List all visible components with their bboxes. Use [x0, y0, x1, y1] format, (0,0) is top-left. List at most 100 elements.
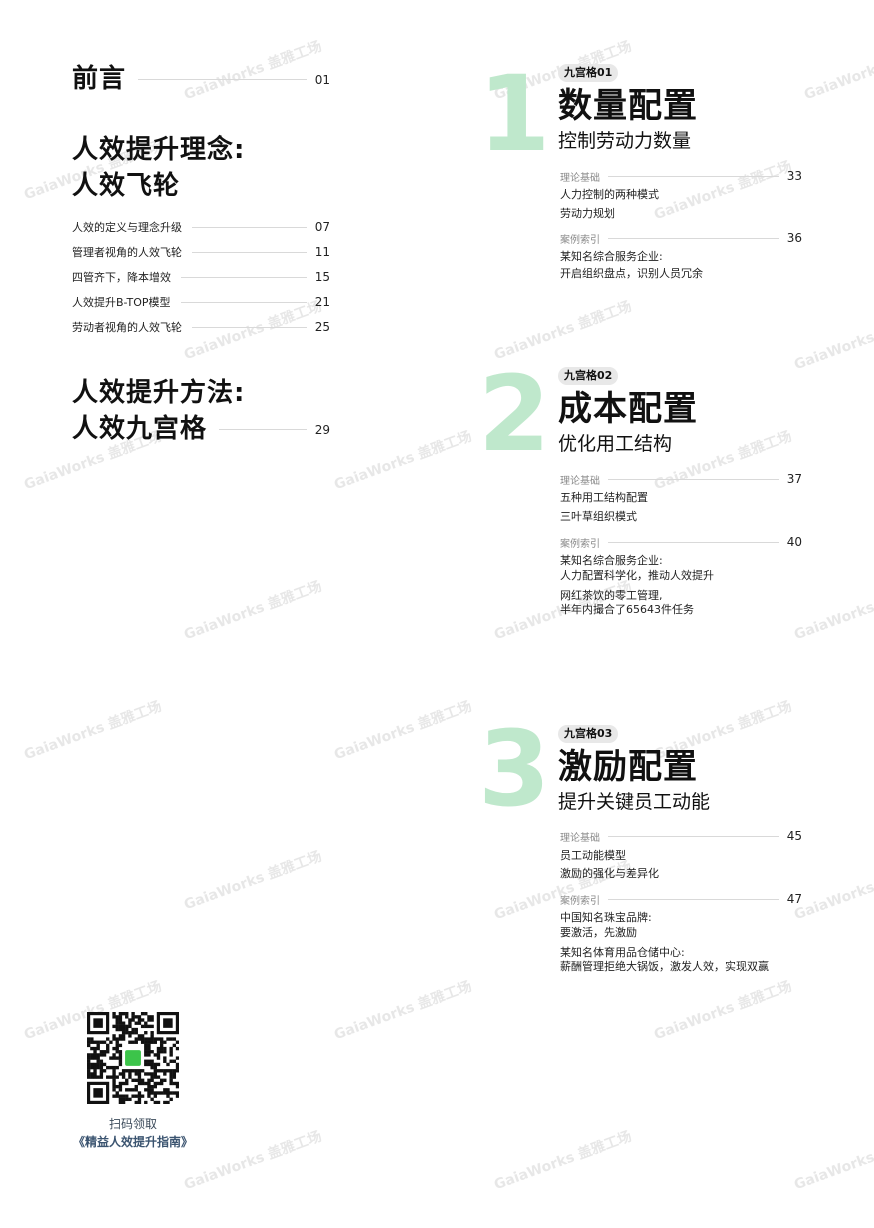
qr-caption: 扫码领取 [108, 1117, 157, 1131]
section-number-3: 3 [478, 708, 551, 830]
case-item-line: 薪酬管理拒绝大锅饭，激发人效，实现双赢 [560, 960, 769, 973]
watermark: GaiaWorks 盖雅工场 [651, 978, 794, 1044]
watermark: GaiaWorks 盖雅工场 [791, 1129, 874, 1194]
toc-item[interactable]: 四管齐下，降本增效 15 [72, 268, 330, 286]
section-number-1: 1 [478, 53, 551, 175]
watermark: GaiaWorks 盖雅工场 [181, 848, 324, 914]
part1-title-line2: 人效飞轮 [72, 171, 181, 201]
case-item-line: 要激活，先激励 [560, 926, 637, 939]
watermark: GaiaWorks 盖雅工场 [21, 698, 164, 764]
toc-item[interactable]: 人效提升B-TOP模型 21 [72, 293, 330, 311]
page-number: 45 [786, 829, 802, 843]
theory-row[interactable]: 理论基础 45 [560, 828, 802, 844]
section-title: 数量配置 [558, 86, 698, 126]
leader-line [608, 175, 779, 177]
toc-preface[interactable]: 前言 01 [72, 62, 330, 97]
part2-title-line2: 人效九宫格 [72, 414, 208, 444]
watermark: GaiaWorks 盖雅工场 [791, 309, 874, 374]
section-badge: 九宫格03 [558, 725, 619, 743]
watermark: GaiaWorks 盖雅工场 [491, 1128, 634, 1194]
leader-line [608, 237, 779, 239]
page-number: 07 [314, 220, 330, 234]
section-badge: 九宫格01 [558, 64, 619, 82]
case-item-line: 人力配置科学化，推动人效提升 [560, 569, 714, 582]
leader-line [608, 898, 779, 900]
theory-item: 三叶草组织模式 [560, 510, 637, 523]
leader-line [180, 301, 307, 303]
page-number: 21 [314, 295, 330, 309]
case-item-line: 开启组织盘点，识别人员冗余 [560, 267, 703, 280]
case-label: 案例索引 [560, 234, 600, 246]
case-item-line: 某知名体育用品仓储中心: [560, 946, 685, 959]
page-number: 11 [314, 245, 330, 259]
preface-title: 前言 [72, 64, 127, 94]
part2-title-line1: 人效提升方法: [72, 378, 246, 408]
case-item-line: 网红茶饮的零工管理, [560, 589, 663, 602]
section-subtitle: 提升关键员工动能 [558, 791, 711, 813]
watermark: GaiaWorks 盖雅工场 [181, 578, 324, 644]
page-number: 47 [786, 892, 802, 906]
case-label: 案例索引 [560, 538, 600, 550]
toc-item-label: 劳动者视角的人效飞轮 [72, 321, 182, 334]
page-number: 25 [314, 320, 330, 334]
theory-label: 理论基础 [560, 475, 600, 487]
toc-part2[interactable]: 人效九宫格 29 [72, 412, 330, 447]
toc-item[interactable]: 人效的定义与理念升级 07 [72, 218, 330, 236]
watermark: GaiaWorks 盖雅工场 [331, 698, 474, 764]
theory-row[interactable]: 理论基础 37 [560, 471, 802, 487]
part1-title-line1: 人效提升理念: [72, 135, 246, 165]
toc-item-label: 管理者视角的人效飞轮 [72, 246, 182, 259]
page-number: 01 [314, 72, 330, 87]
leader-line [192, 251, 307, 253]
watermark: GaiaWorks 盖雅工场 [331, 978, 474, 1044]
toc-item-label: 四管齐下，降本增效 [72, 271, 171, 284]
leader-line [192, 326, 307, 328]
theory-row[interactable]: 理论基础 33 [560, 168, 802, 184]
toc-item[interactable]: 管理者视角的人效飞轮 11 [72, 243, 330, 261]
leader-line [181, 276, 307, 278]
case-row[interactable]: 案例索引 40 [560, 534, 802, 550]
section-title: 激励配置 [558, 747, 698, 787]
leader-line [608, 835, 779, 837]
theory-label: 理论基础 [560, 832, 600, 844]
page-number: 40 [786, 535, 802, 549]
watermark: GaiaWorks 盖雅工场 [791, 579, 874, 644]
section-title: 成本配置 [558, 389, 698, 429]
case-item-line: 半年内撮合了65643件任务 [560, 603, 694, 616]
page-number: 37 [786, 472, 802, 486]
toc-item-label: 人效的定义与理念升级 [72, 221, 182, 234]
theory-item: 激励的强化与差异化 [560, 867, 659, 880]
theory-label: 理论基础 [560, 172, 600, 184]
case-row[interactable]: 案例索引 47 [560, 891, 802, 907]
case-label: 案例索引 [560, 895, 600, 907]
section-badge: 九宫格02 [558, 367, 619, 385]
toc-item-label: 人效提升B-TOP模型 [72, 296, 171, 309]
case-item-line: 某知名综合服务企业: [560, 554, 663, 567]
case-item-line: 某知名综合服务企业: [560, 250, 663, 263]
theory-item: 人力控制的两种模式 [560, 188, 659, 201]
leader-line [219, 429, 307, 430]
page-number: 36 [786, 231, 802, 245]
section-subtitle: 控制劳动力数量 [558, 130, 692, 152]
section-number-2: 2 [478, 353, 551, 475]
leader-line [138, 79, 307, 80]
qr-code-image [87, 1012, 180, 1105]
watermark: GaiaWorks 盖雅工场 [651, 158, 794, 224]
leader-line [608, 478, 779, 480]
leader-line [192, 226, 307, 228]
watermark: GaiaWorks 盖雅工场 [791, 859, 874, 924]
case-row[interactable]: 案例索引 36 [560, 230, 802, 246]
theory-item: 员工动能模型 [560, 849, 626, 862]
case-item-line: 中国知名珠宝品牌: [560, 911, 652, 924]
qr-code[interactable] [87, 1012, 180, 1105]
toc-item[interactable]: 劳动者视角的人效飞轮 25 [72, 318, 330, 336]
qr-caption-title: 《精益人效提升指南》 [72, 1135, 193, 1149]
watermark: GaiaWorks 盖雅工场 [801, 39, 874, 104]
theory-item: 五种用工结构配置 [560, 491, 648, 504]
section-subtitle: 优化用工结构 [558, 433, 673, 455]
page-number: 29 [314, 422, 330, 437]
page-number: 15 [314, 270, 330, 284]
page-number: 33 [786, 169, 802, 183]
theory-item: 劳动力规划 [560, 207, 615, 220]
watermark: GaiaWorks 盖雅工场 [331, 428, 474, 494]
